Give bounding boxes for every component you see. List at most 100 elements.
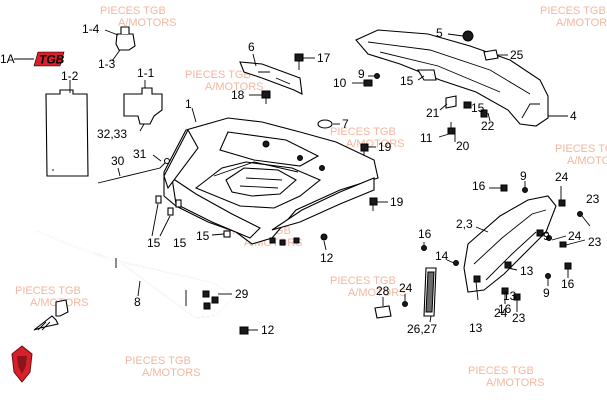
callout-label: 2,3 <box>456 217 473 231</box>
callout-label: 9 <box>520 169 527 183</box>
screw-part <box>320 233 328 241</box>
leader-line <box>507 267 518 271</box>
callout-label: 1-4 <box>82 22 100 36</box>
callout-label: 12 <box>320 251 334 265</box>
leader-line <box>551 235 567 241</box>
callout-label: 13 <box>469 321 483 335</box>
leader-line <box>439 103 448 111</box>
leader-line <box>475 226 489 233</box>
callout-label: 32,33 <box>97 127 127 141</box>
watermark-text: A/MOTORS <box>348 287 406 299</box>
bolt-part <box>558 199 566 207</box>
leader-line <box>139 123 145 132</box>
leader-line <box>323 240 327 251</box>
leader-line <box>429 315 432 323</box>
nut-part <box>545 273 551 279</box>
bolt-part <box>564 262 572 270</box>
watermark-text: A/MOTORS <box>205 81 263 93</box>
callout-label: 9 <box>543 286 550 300</box>
callout-label: 22 <box>481 119 495 133</box>
bolt-part <box>369 197 378 211</box>
watermark-text: PIECES TGB <box>540 5 606 17</box>
callout-label: 15 <box>173 236 187 250</box>
callout-label: 31 <box>133 147 147 161</box>
tgb-logo-text: TGB <box>39 53 65 67</box>
callout-label: 1-2 <box>61 69 79 83</box>
callout-label: 15 <box>196 229 210 243</box>
leader-line <box>151 203 159 237</box>
bracket-part <box>239 61 303 95</box>
watermark-text: A/MOTORS <box>567 155 607 167</box>
callout-label: 10 <box>333 76 347 90</box>
nut-part <box>402 301 408 307</box>
leader-line <box>159 215 171 237</box>
callout-label: 19 <box>390 195 404 209</box>
rear-fender-body <box>163 117 379 246</box>
watermark-text: PIECES TGB <box>100 5 166 17</box>
tube-frame-part <box>35 231 235 319</box>
callout-label: 21 <box>426 106 440 120</box>
callout-label: 6 <box>248 40 255 54</box>
callout-label: 4 <box>570 109 577 123</box>
clip-part <box>155 195 182 216</box>
clip-part <box>223 230 231 238</box>
nut-part <box>374 73 380 79</box>
rear-bar-part <box>355 29 549 127</box>
leader-line <box>117 167 121 177</box>
watermark-text: PIECES TGB <box>125 355 191 367</box>
watermark-text: A/MOTORS <box>118 17 176 29</box>
cover-bracket-part <box>123 87 163 125</box>
watermark-text: A/MOTORS <box>142 367 200 379</box>
callout-label: 7 <box>342 117 349 131</box>
leader-line <box>581 215 591 227</box>
callout-label: 15 <box>400 74 414 88</box>
watermark-text: PIECES TGB <box>330 275 396 287</box>
bolt-part <box>504 261 512 269</box>
callout-label: 13 <box>520 264 534 278</box>
callout-label: 24 <box>555 170 569 184</box>
mud-flap-part <box>463 195 557 293</box>
callout-label: 17 <box>317 51 331 65</box>
leader-line <box>152 154 162 162</box>
callout-label: 30 <box>111 154 125 168</box>
tgb-shield-icon <box>11 345 33 383</box>
cap-part <box>317 119 333 129</box>
leader-line <box>565 239 586 246</box>
watermark-text: PIECES TGB <box>15 285 81 297</box>
leader-line <box>252 53 257 67</box>
callout-label: 1-3 <box>98 57 116 71</box>
callout-label: 20 <box>456 139 470 153</box>
clip-part <box>115 26 136 51</box>
callout-labels: 1-4 1-3 1-2 1-1 1 32,33 31 30 6 17 18 7 … <box>61 22 602 337</box>
callout-label: 15 <box>471 101 485 115</box>
callout-label: 23 <box>512 311 526 325</box>
tgb-logo-badge <box>33 51 65 67</box>
leader-line <box>111 49 121 62</box>
panel-part <box>45 89 89 177</box>
callout-label: 16 <box>498 302 512 316</box>
cable-part <box>97 157 171 184</box>
callout-label: 12 <box>261 323 275 337</box>
leader-line <box>438 133 450 138</box>
callout-label: 9 <box>543 229 550 243</box>
ref-label: 1A <box>0 52 15 66</box>
screw-part <box>239 326 249 335</box>
callout-label: 16 <box>418 227 432 241</box>
callout-label: 1-1 <box>137 66 155 80</box>
nut-part <box>522 187 528 193</box>
leader-line <box>104 29 119 36</box>
washer-part <box>559 241 567 248</box>
bracket-part <box>445 95 457 109</box>
callout-label: 8 <box>134 295 141 309</box>
bolt-part <box>500 184 508 192</box>
callout-label: 18 <box>231 88 245 102</box>
watermark-text: A/MOTORS <box>556 17 607 29</box>
bolt-part <box>447 122 456 135</box>
nut-part <box>453 260 459 266</box>
watermark-text: PIECES TGB <box>185 69 251 81</box>
nut-part <box>463 101 472 109</box>
leader-line <box>191 107 197 123</box>
leader-line <box>137 280 141 297</box>
bolt-part <box>360 143 369 156</box>
